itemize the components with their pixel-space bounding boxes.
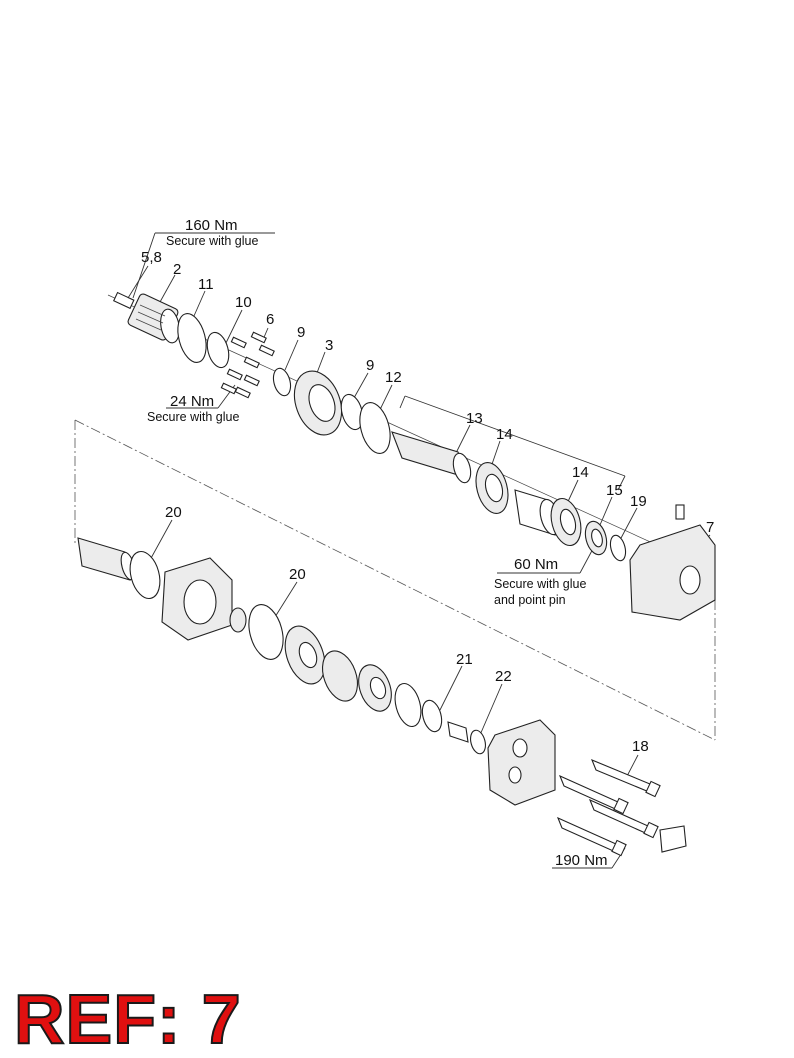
part-oring-20a (129, 550, 161, 600)
part-rotor (321, 650, 359, 702)
part-ring-19 (609, 534, 627, 562)
part-label-6: 6 (266, 311, 275, 328)
note-glue-2: Secure with glue (147, 410, 240, 424)
part-bearing-14b (550, 497, 582, 547)
torque-24: 24 Nm (170, 393, 215, 410)
part-small-gear (229, 607, 247, 633)
part-label-19: 19 (630, 493, 647, 510)
part-label-5-8: 5,8 (141, 249, 162, 266)
part-label-18: 18 (632, 738, 649, 755)
note-glue-1: Secure with glue (166, 234, 259, 248)
part-seal (394, 682, 422, 728)
note-glue-3-line2: and point pin (494, 593, 566, 607)
part-oring-21 (421, 699, 443, 733)
part-oring-12 (359, 402, 391, 454)
part-label-7: 7 (706, 519, 715, 536)
part-shaft-lower (77, 537, 136, 581)
part-nut-15 (584, 520, 608, 556)
part-ring-11 (177, 313, 207, 363)
part-bolt-5-8 (112, 291, 135, 310)
part-label-15: 15 (606, 482, 623, 499)
part-label-14b: 14 (572, 464, 589, 481)
part-housing-7 (629, 504, 716, 621)
part-label-9a: 9 (297, 324, 306, 341)
part-screws-6 (220, 331, 275, 399)
part-valve-block (487, 719, 556, 806)
part-oring-20b (248, 604, 284, 660)
part-oring-22 (470, 729, 486, 755)
part-label-20b: 20 (289, 566, 306, 583)
part-label-20a: 20 (165, 504, 182, 521)
torque-60: 60 Nm (514, 556, 559, 573)
part-label-9b: 9 (366, 357, 375, 374)
part-bolts-18 (556, 758, 687, 857)
part-label-10: 10 (235, 294, 252, 311)
note-glue-3-line1: Secure with glue (494, 577, 587, 591)
part-label-21: 21 (456, 651, 473, 668)
part-label-12: 12 (385, 369, 402, 386)
part-label-22: 22 (495, 668, 512, 685)
part-pin (447, 721, 469, 743)
part-label-2: 2 (173, 261, 182, 278)
reference-label: REF: 7 (13, 980, 242, 1058)
part-ring-9a (272, 367, 292, 397)
part-label-11: 11 (198, 276, 214, 293)
part-shaft-13 (391, 431, 472, 484)
part-disc (284, 625, 326, 685)
part-flange-3 (293, 370, 343, 436)
part-label-14a: 14 (496, 426, 513, 443)
part-gear-2 (127, 293, 180, 344)
part-label-3: 3 (325, 337, 334, 354)
leader-lines (127, 232, 711, 869)
part-stator (358, 664, 392, 712)
torque-190: 190 Nm (555, 852, 608, 869)
part-clip-10 (206, 331, 230, 369)
torque-160: 160 Nm (185, 217, 238, 234)
part-plate (161, 557, 233, 641)
part-bearing-14a (475, 462, 509, 514)
part-label-13: 13 (466, 410, 483, 427)
